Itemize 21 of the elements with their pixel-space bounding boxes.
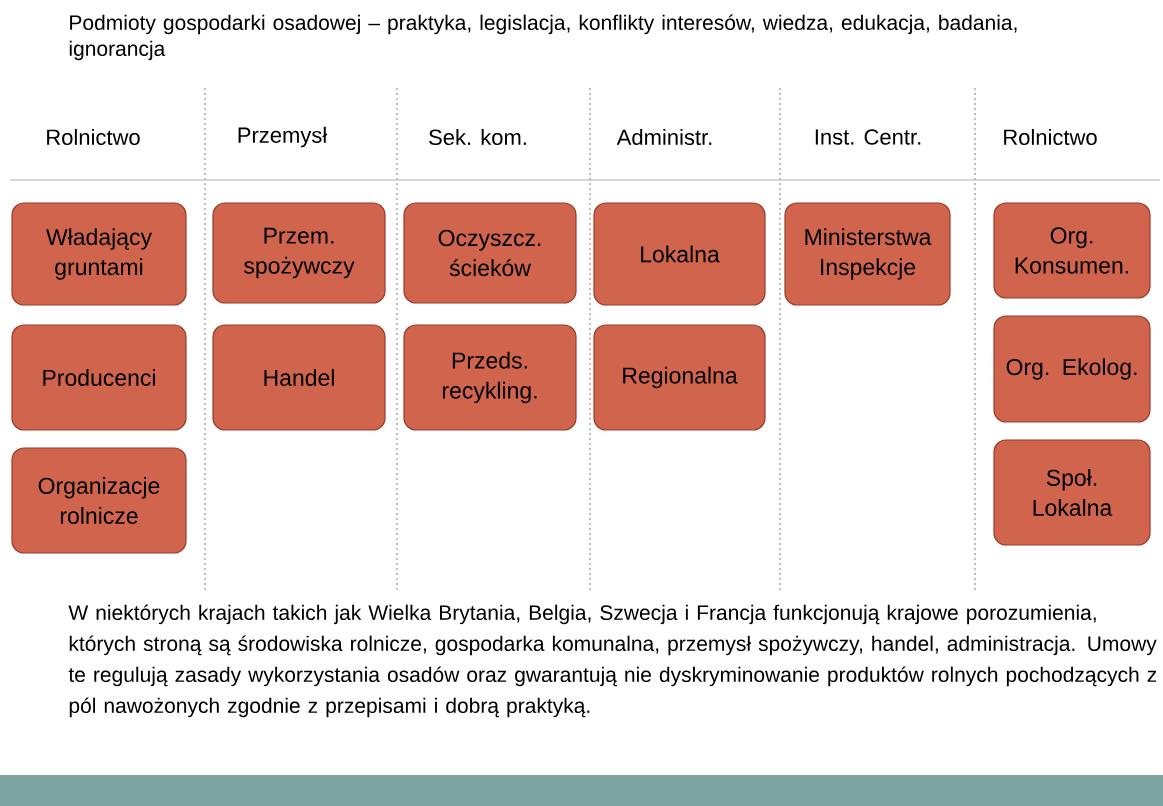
- rounded-box: Handel: [212, 324, 386, 431]
- rounded-box: Przeds. recykling.: [403, 324, 577, 431]
- rounded-box: Producenci: [11, 324, 187, 431]
- note-paragraph: W niektórych krajach takich jak Wielka Brytania, Belgia, Szwecja i Francja funkcjonują krajowe porozumienia, których stroną są środowiska rolnicze, gospodarka komunalna, przemysł spożywczy, handel, administracja. Umowy te regulują zasady wykorzystania osadów oraz gwarantują nie dyskryminowanie produktów rolnych pochodzących z pól nawożonych zgodnie z przepisami i dobrą praktyką.: [68, 604, 1157, 718]
- rounded-box: Organizacje rolnicze: [11, 447, 187, 554]
- column-header: Rolnictwo: [1004, 128, 1097, 146]
- rounded-box: Org. Konsumen.: [993, 202, 1151, 299]
- column-header: Administr.: [616, 128, 712, 146]
- rounded-box: Regionalna: [593, 324, 766, 431]
- title: Podmioty gospodarki osadowej – praktyka, legislacja, konflikty interesów, wiedza, edukacja, badania, ignorancja: [69, 14, 1017, 61]
- rounded-box: Społ. Lokalna: [993, 439, 1151, 546]
- rounded-box: Org. Ekolog.: [993, 315, 1151, 423]
- rounded-box: Lokalna: [593, 202, 766, 306]
- rounded-box: Władający gruntami: [11, 202, 187, 306]
- column-header: Przemysł: [238, 126, 328, 148]
- rounded-box: Przem. spożywczy: [212, 202, 386, 304]
- rounded-box: Oczyszcz. ścieków: [403, 202, 577, 304]
- column-header: Sek. kom.: [429, 128, 526, 146]
- column-header: Rolnictwo: [47, 128, 140, 146]
- rounded-box: Ministerstwa Inspekcje: [784, 202, 951, 306]
- column-header: Inst. Centr.: [815, 129, 921, 145]
